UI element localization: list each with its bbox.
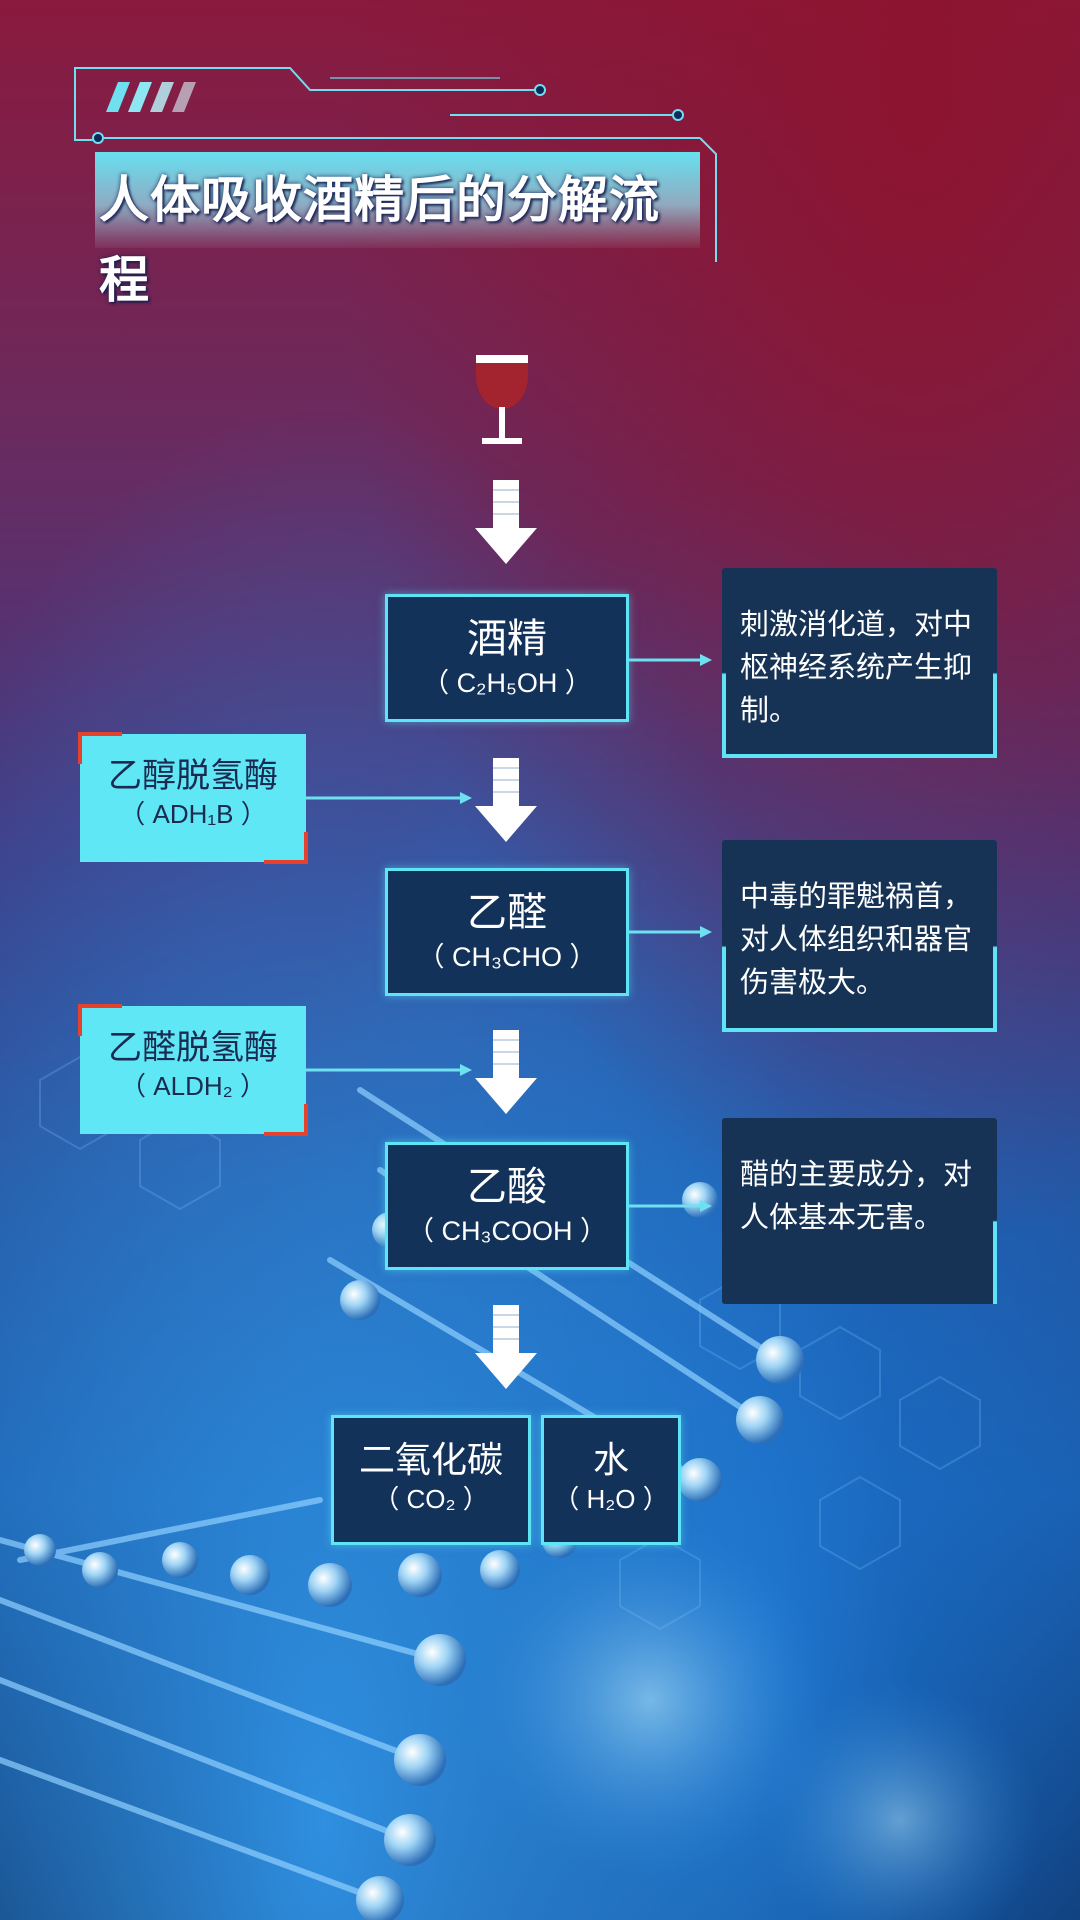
step-acetic-acid-note: 醋的主要成分，对人体基本无害。 [722, 1118, 997, 1304]
note-text: 刺激消化道，对中枢神经系统产生抑制。 [740, 609, 973, 727]
wine-glass-icon [476, 355, 528, 444]
note-text: 中毒的罪魁祸首，对人体组织和器官伤害极大。 [740, 881, 973, 999]
step-ethanol-box: 酒精 （ C₂H₅OH ） [385, 594, 629, 722]
product-name: 二氧化碳 [358, 1439, 503, 1480]
step-formula: （ CH₃COOH ） [407, 1216, 607, 1246]
step-acetaldehyde-box: 乙醛 （ CH₃CHO ） [385, 868, 629, 996]
enzyme-aldh-box: 乙醛脱氢酶 （ ALDH₂ ） [78, 1004, 308, 1136]
down-arrow-icon [475, 1305, 537, 1389]
enzyme-name: 乙醛脱氢酶 [108, 1029, 278, 1067]
enzyme-adh-box: 乙醇脱氢酶 （ ADH₁B ） [78, 732, 308, 864]
down-arrow-icon [475, 1030, 537, 1114]
enzyme-formula: （ ALDH₂ ） [120, 1071, 266, 1101]
product-formula: （ CO₂ ） [373, 1484, 489, 1514]
enzyme-name: 乙醇脱氢酶 [108, 757, 278, 795]
step-acetic-acid-box: 乙酸 （ CH₃COOH ） [385, 1142, 629, 1270]
product-name: 水 [592, 1439, 629, 1480]
step-formula: （ CH₃CHO ） [417, 942, 597, 972]
product-formula: （ H₂O ） [553, 1484, 669, 1514]
down-arrow-icon [475, 758, 537, 842]
title-banner [95, 152, 700, 248]
step-name: 乙酸 [467, 1165, 547, 1209]
step-acetaldehyde-note: 中毒的罪魁祸首，对人体组织和器官伤害极大。 [722, 840, 997, 1032]
step-name: 乙醛 [467, 891, 547, 935]
title-frame [74, 67, 717, 262]
enzyme-formula: （ ADH₁B ） [119, 799, 267, 829]
product-co2-box: 二氧化碳 （ CO₂ ） [331, 1415, 531, 1545]
down-arrow-icon [475, 480, 537, 564]
step-formula: （ C₂H₅OH ） [422, 668, 592, 698]
page-title: 人体吸收酒精后的分解流程 [99, 172, 660, 308]
step-name: 酒精 [467, 617, 547, 661]
product-water-box: 水 （ H₂O ） [541, 1415, 681, 1545]
step-ethanol-note: 刺激消化道，对中枢神经系统产生抑制。 [722, 568, 997, 758]
note-text: 醋的主要成分，对人体基本无害。 [740, 1159, 973, 1234]
